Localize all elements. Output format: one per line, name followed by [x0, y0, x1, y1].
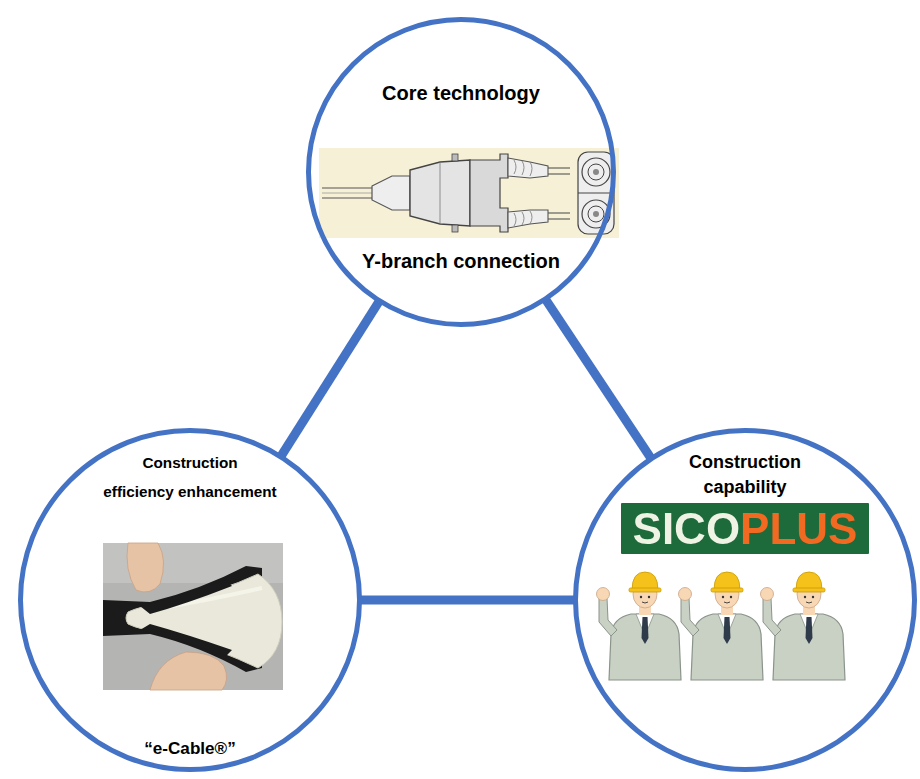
- circle-outline: [306, 17, 616, 327]
- company-logo: SICOPLUS: [633, 507, 858, 551]
- circle-border: [309, 20, 614, 325]
- connector-line: [546, 300, 650, 457]
- topic-circle: Core technologyY-branch connection: [306, 17, 616, 327]
- product-name: “e-Cable®”: [18, 737, 362, 761]
- worker-figures: [597, 572, 846, 680]
- e-cable-photo: [103, 543, 283, 690]
- topic-circle: Construction capabilitySICOPLUS: [573, 428, 917, 772]
- text-slot: SICOPLUS: [573, 503, 917, 554]
- text-slot: Y-branch connection: [306, 249, 616, 273]
- logo-badge: SICOPLUS: [621, 503, 870, 554]
- text-line: efficiency enhancement: [18, 477, 362, 506]
- circle-outline: [18, 428, 362, 772]
- topic-circle: Construction efficiency enhancement “e-Ca…: [18, 428, 362, 772]
- circle-heading: Construction efficiency enhancement: [18, 448, 362, 506]
- text-line: Construction: [573, 450, 917, 475]
- text-line: Construction: [18, 448, 362, 477]
- circle-heading: Core technology: [306, 81, 616, 105]
- text-slot: “e-Cable®”: [18, 737, 362, 761]
- circle-caption: Y-branch connection: [306, 249, 616, 273]
- y-branch-drawing: [319, 148, 619, 238]
- text-slot: Core technology: [306, 81, 616, 105]
- circle-border: [21, 431, 360, 770]
- circle-heading: Construction capability: [573, 450, 917, 500]
- text-slot: Construction efficiency enhancement: [18, 448, 362, 506]
- text-slot: Construction capability: [573, 450, 917, 500]
- connector-line: [361, 596, 574, 605]
- connector-line: [281, 302, 378, 455]
- text-line: capability: [573, 475, 917, 500]
